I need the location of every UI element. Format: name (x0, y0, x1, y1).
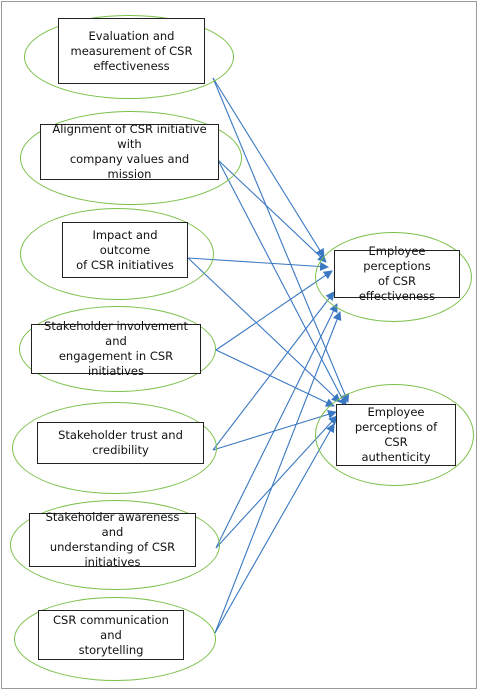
oval-impact (20, 208, 214, 300)
outcome-effectiveness-label: Employee perceptions of CSR effectivenes… (358, 244, 436, 303)
arrow-trust-to-eff (212, 291, 335, 451)
factor-communication-label: CSR communication and storytelling (53, 612, 169, 657)
oval-trust (12, 402, 217, 494)
factor-awareness-label: Stakeholder awareness and understanding … (45, 510, 180, 569)
oval-communication (14, 597, 216, 681)
arrow-involve-to-auth (215, 349, 335, 407)
factor-trust-box: Stakeholder trust and credibility (37, 422, 204, 464)
oval-alignment (20, 111, 242, 205)
oval-involvement (19, 306, 216, 392)
oval-authenticity (315, 384, 474, 486)
factor-trust-label: Stakeholder trust and credibility (58, 428, 183, 457)
outcome-authenticity-box: Employee perceptions of CSR authenticity (336, 404, 456, 466)
arrow-comm-to-auth (214, 423, 335, 634)
arrow-align-to-eff (217, 159, 327, 263)
oval-effectiveness (315, 232, 472, 322)
factor-evaluation-box: Evaluation and measurement of CSR effect… (58, 18, 205, 84)
factor-involvement-label: Stakeholder involvement and engagement i… (44, 319, 188, 378)
arrow-eval-to-eff (212, 77, 325, 258)
factor-involvement-box: Stakeholder involvement and engagement i… (31, 319, 201, 378)
factor-evaluation-label: Evaluation and measurement of CSR effect… (70, 28, 193, 73)
oval-evaluation (24, 15, 234, 99)
factor-alignment-label: Alignment of CSR initiative with company… (52, 122, 207, 181)
oval-awareness (10, 500, 220, 590)
factor-awareness-box: Stakeholder awareness and understanding … (29, 510, 196, 569)
factor-impact-label: Impact and outcome of CSR initiatives (76, 227, 174, 272)
arrow-align-to-auth (217, 159, 347, 407)
arrow-eval-to-auth (212, 77, 350, 403)
arrow-aware-to-eff (215, 303, 338, 549)
outcome-authenticity-label: Employee perceptions of CSR authenticity (354, 405, 438, 464)
outcome-effectiveness-box: Employee perceptions of CSR effectivenes… (334, 244, 460, 303)
factor-communication-box: CSR communication and storytelling (38, 610, 184, 660)
factor-impact-box: Impact and outcome of CSR initiatives (62, 222, 188, 278)
arrow-comm-to-eff (214, 311, 342, 634)
factor-alignment-box: Alignment of CSR initiative with company… (40, 122, 219, 181)
arrow-involve-to-eff (215, 270, 333, 351)
